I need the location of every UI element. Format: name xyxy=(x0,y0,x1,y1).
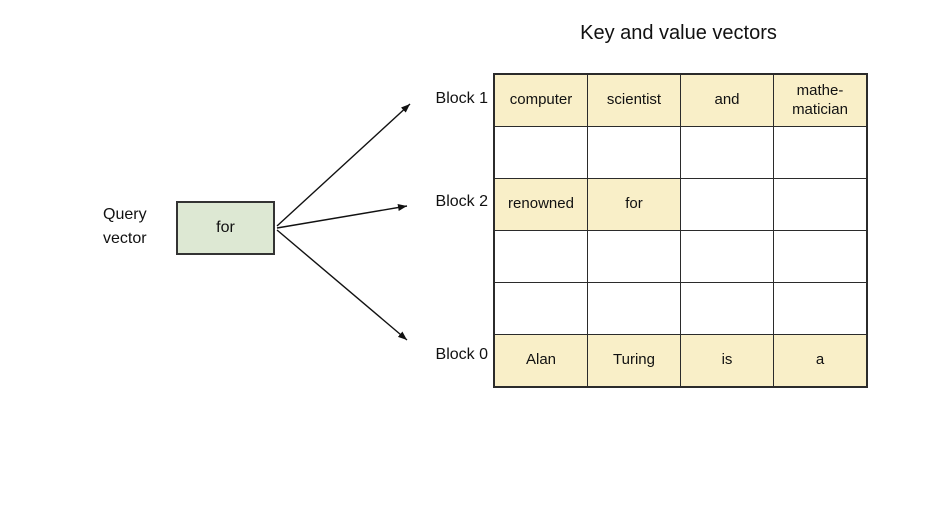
block-0-label: Block 0 xyxy=(435,346,488,363)
table-cell xyxy=(493,230,588,283)
table-cell: and xyxy=(680,73,774,127)
table-cell: mathe- matician xyxy=(773,73,868,127)
table-cell xyxy=(680,230,774,283)
table-cell xyxy=(680,282,774,335)
table-cell xyxy=(773,178,868,231)
table-cell xyxy=(587,126,681,179)
table-cell xyxy=(587,282,681,335)
table-cell xyxy=(680,178,774,231)
table-cell xyxy=(587,230,681,283)
table-cell: a xyxy=(773,334,868,388)
query-vector-box: for xyxy=(176,201,275,255)
table-row xyxy=(493,126,868,179)
table-cell xyxy=(680,126,774,179)
block-2-label: Block 2 xyxy=(435,193,488,210)
arrow-to-block-2 xyxy=(276,204,408,229)
query-vector-label: Query vector xyxy=(103,206,147,247)
table-cell xyxy=(773,230,868,283)
table-cell xyxy=(773,282,868,335)
table-cell: computer xyxy=(493,73,588,127)
table-cell: for xyxy=(587,178,681,231)
table-row xyxy=(493,282,868,335)
block-1-label: Block 1 xyxy=(435,90,488,107)
table-cell: Alan xyxy=(493,334,588,388)
arrow-to-block-0 xyxy=(276,229,408,341)
diagram-title: Key and value vectors xyxy=(580,22,777,44)
table-cell xyxy=(493,126,588,179)
query-vector-value: for xyxy=(216,219,235,236)
table-cell xyxy=(773,126,868,179)
table-row xyxy=(493,230,868,283)
table-cell: scientist xyxy=(587,73,681,127)
table-cell: renowned xyxy=(493,178,588,231)
table-cell xyxy=(493,282,588,335)
arrow-to-block-1 xyxy=(276,103,411,227)
table-cell: is xyxy=(680,334,774,388)
table-cell: Turing xyxy=(587,334,681,388)
